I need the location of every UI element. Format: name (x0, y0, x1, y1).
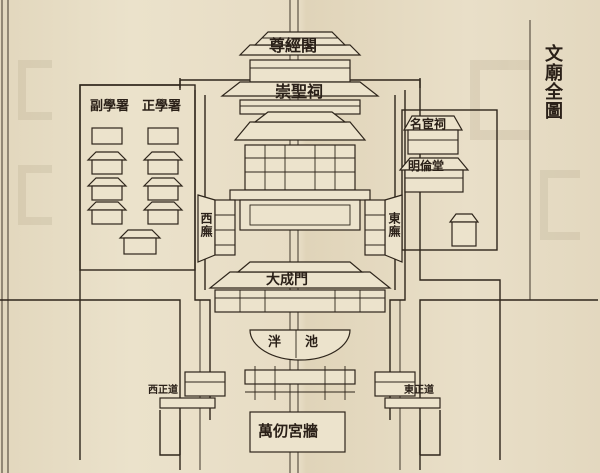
dacheng-gate (208, 261, 392, 313)
label-minghuan-ci: 名宦祠 (410, 117, 447, 131)
watermark-marks (18, 60, 580, 240)
central-temple-wall (194, 90, 406, 420)
east-cloister (364, 194, 403, 263)
lingxing-gates (244, 366, 356, 400)
right-small-gate (448, 213, 480, 247)
label-pan-chi: 泮池 (268, 335, 343, 350)
label-zunjing-ge: 尊經閣 (269, 36, 318, 55)
label-wanren-gongqiang: 萬仞宮牆 (258, 422, 319, 440)
label-fu-xueshu: 副學署 (90, 99, 130, 114)
label-dongwu: 東廡 (387, 212, 401, 238)
west-side-gate (159, 371, 226, 456)
dacheng-hall (229, 111, 371, 201)
pan-pond (249, 329, 351, 361)
label-zheng-xueshu: 正學署 (142, 99, 182, 114)
zunjing-pavilion (238, 31, 362, 83)
minglun-hall (398, 157, 470, 193)
zheng-xueshu-buildings (118, 127, 184, 255)
right-courtyard-wall (401, 109, 498, 251)
west-cloister (197, 194, 236, 263)
east-side-gate (374, 371, 441, 456)
page-title: 文廟全圖 (542, 44, 563, 120)
label-chongsheng-ci: 崇聖祠 (275, 82, 324, 101)
wanren-wall-screen (249, 411, 346, 453)
label-xi-zhengdao: 西正道 (148, 385, 178, 396)
label-dacheng-men: 大成門 (266, 272, 308, 288)
hall-terrace (239, 199, 361, 231)
label-minglun-tang: 明倫堂 (408, 159, 445, 173)
label-xiwu: 西廡 (199, 212, 213, 238)
minghuan-hall (402, 115, 464, 155)
fu-xueshu-buildings (86, 127, 128, 225)
label-dong-zhengdao: 東正道 (404, 385, 434, 396)
chongsheng-hall (220, 81, 380, 115)
